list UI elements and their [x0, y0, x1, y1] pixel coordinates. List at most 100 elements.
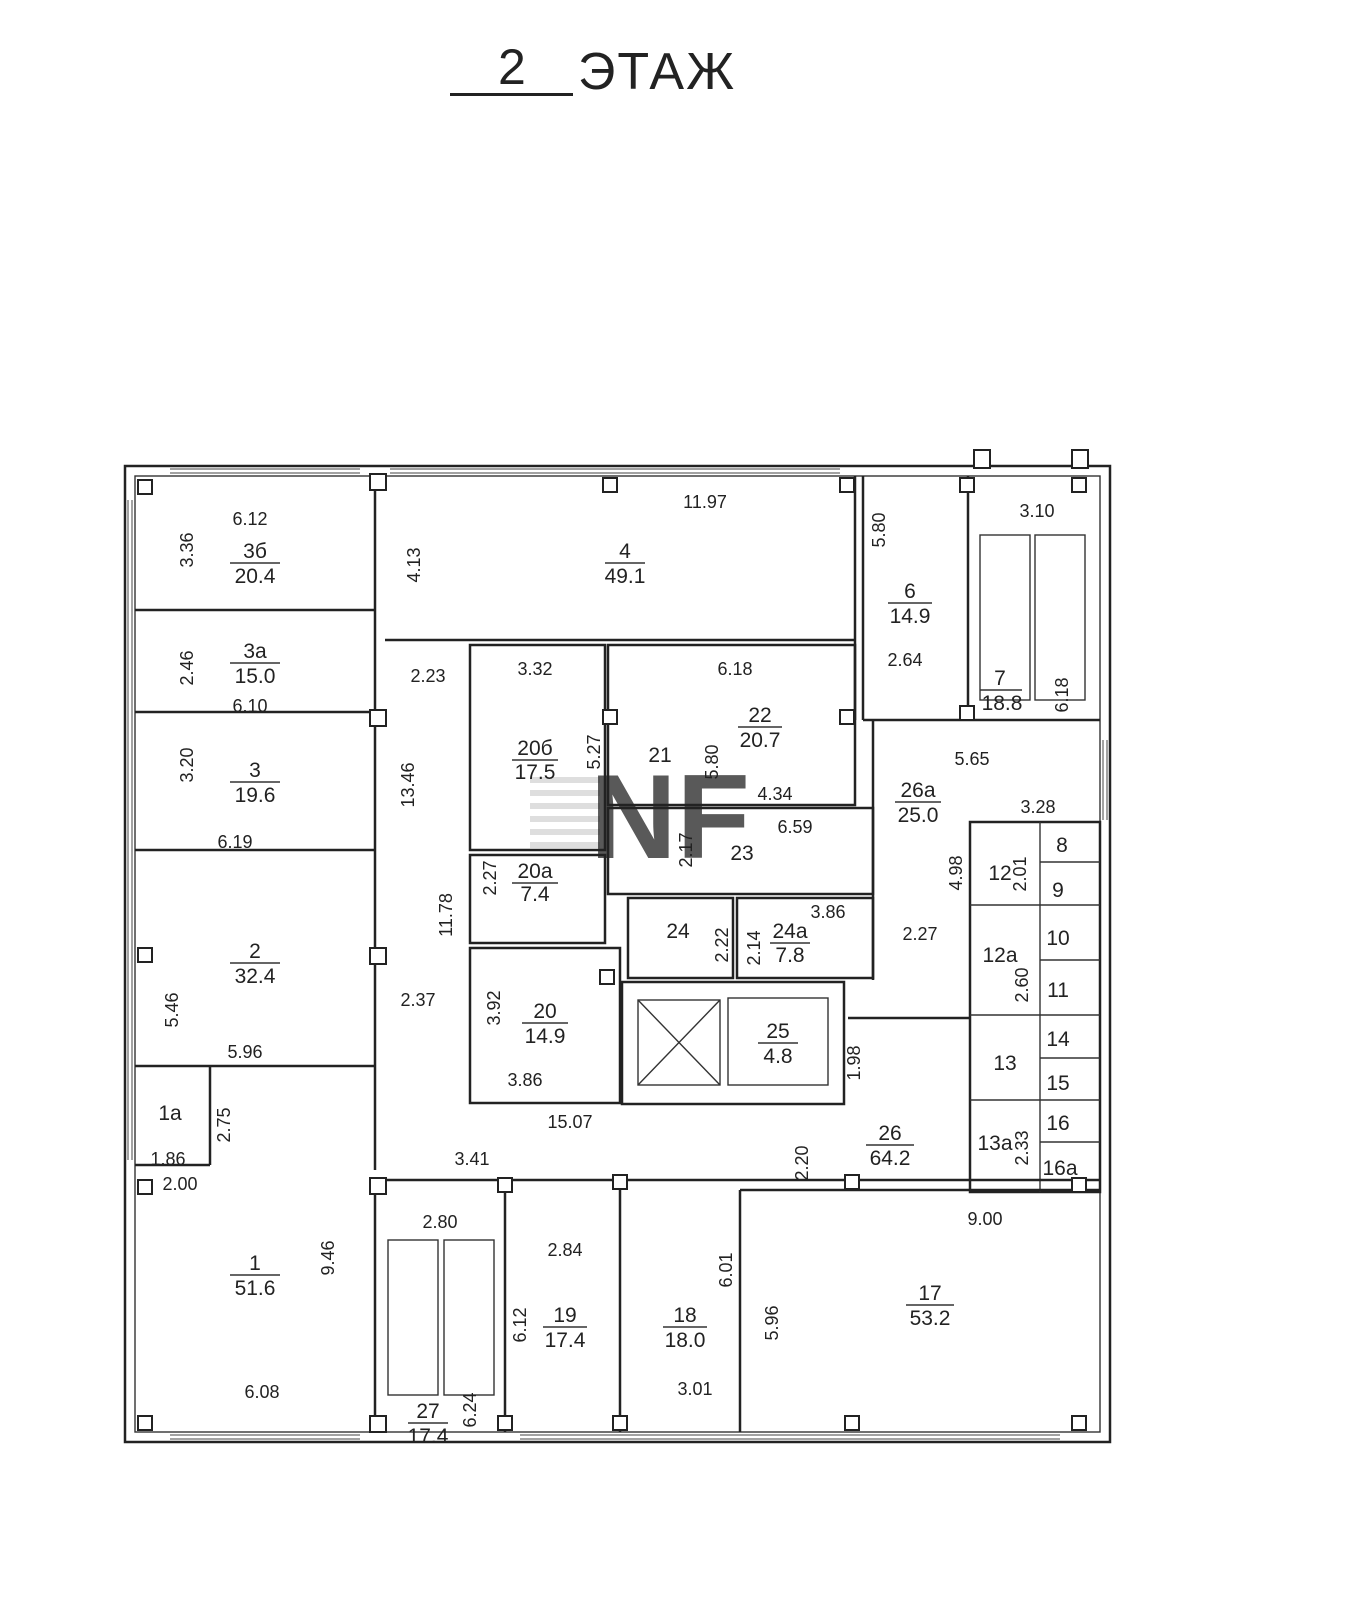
room-r6: 6 14.9	[888, 580, 932, 628]
dimension-label: 4.13	[404, 547, 424, 582]
room-number: 11	[1047, 979, 1069, 1002]
room-r3b: 3б 20.4	[230, 540, 280, 588]
room-r19: 19 17.4	[543, 1304, 587, 1352]
dimension-label: 6.59	[777, 817, 812, 837]
room-r17: 17 53.2	[906, 1282, 954, 1330]
room-area: 20.7	[740, 729, 781, 752]
dimension-label: 2.64	[887, 650, 922, 670]
room-r22: 22 20.7	[738, 704, 782, 752]
room-number: 10	[1046, 927, 1069, 950]
room-area: 18.8	[982, 692, 1023, 715]
room-r18: 18 18.0	[663, 1304, 707, 1352]
dimension-label: 9.46	[318, 1240, 338, 1275]
room-r4: 4 49.1	[605, 540, 646, 588]
room-number: 27	[416, 1400, 439, 1423]
floor-word: ЭТАЖ	[578, 43, 737, 101]
room-r20b: 20б 17.5	[512, 737, 558, 784]
room-number: 3а	[243, 640, 267, 663]
dimension-label: 5.46	[162, 992, 182, 1027]
dimension-label: 15.07	[547, 1112, 592, 1132]
dimension-label: 3.41	[454, 1149, 489, 1169]
dimension-label: 5.27	[584, 734, 604, 769]
dimension-label: 5.80	[702, 744, 722, 779]
dimension-label: 2.20	[792, 1145, 812, 1180]
room-number: 23	[730, 842, 753, 865]
room-r27: 27 17.4	[408, 1400, 449, 1448]
floor-title: 2 ЭТАЖ	[450, 30, 750, 101]
room-number: 18	[673, 1304, 696, 1327]
dimension-label: 2.46	[177, 650, 197, 685]
room-number: 17	[918, 1282, 941, 1305]
columns	[137, 473, 1087, 1433]
room-area: 25.0	[898, 804, 939, 827]
dimension-label: 3.86	[810, 902, 845, 922]
room-r12a: 12а	[982, 944, 1017, 967]
dimension-label: 2.14	[744, 930, 764, 965]
dimension-label: 3.86	[507, 1070, 542, 1090]
room-number: 8	[1056, 834, 1068, 857]
room-r13: 13	[993, 1052, 1016, 1075]
room-number: 19	[553, 1304, 576, 1327]
watermark-text: NF	[590, 750, 750, 884]
dimension-label: 2.17	[676, 832, 696, 867]
room-labels: 3б 20.4 3а 15.0 3 19.6 2 32.4 1а 1 51.6	[158, 540, 1078, 1448]
dimension-label: 5.80	[869, 512, 889, 547]
room-r1a: 1а	[158, 1102, 182, 1125]
dimension-label: 1.86	[150, 1149, 185, 1169]
room-area: 15.0	[235, 665, 276, 688]
room-r24a: 24а 7.8	[770, 920, 810, 967]
dimension-label: 2.00	[162, 1174, 197, 1194]
room-number: 15	[1046, 1072, 1069, 1095]
room-r8: 8	[1056, 834, 1068, 857]
room-r16a: 16а	[1042, 1157, 1077, 1180]
room-number: 16а	[1042, 1157, 1077, 1180]
dimension-label: 6.19	[217, 832, 252, 852]
floor-number: 2	[498, 39, 526, 95]
room-r20a: 20а 7.4	[512, 860, 558, 906]
dimension-label: 3.36	[177, 532, 197, 567]
room-r12: 12	[988, 862, 1011, 885]
dimension-label: 2.33	[1012, 1130, 1032, 1165]
room-number: 1	[249, 1252, 261, 1275]
room-number: 1а	[158, 1102, 182, 1125]
room-area: 20.4	[235, 565, 276, 588]
windows	[127, 468, 1108, 1440]
dimension-label: 6.18	[717, 659, 752, 679]
room-number: 25	[766, 1020, 789, 1043]
room-number: 26	[878, 1122, 901, 1145]
room-r3a: 3а 15.0	[230, 640, 280, 688]
room-r26a: 26а 25.0	[895, 779, 941, 827]
room-area: 17.4	[408, 1425, 449, 1448]
room-area: 7.4	[520, 883, 550, 906]
dimension-label: 6.12	[232, 509, 267, 529]
room-number: 3	[249, 759, 261, 782]
room-r16: 16	[1046, 1112, 1069, 1135]
room-area: 49.1	[605, 565, 646, 588]
room-r21: 21	[648, 744, 671, 767]
room-number: 20	[533, 1000, 556, 1023]
room-r2: 2 32.4	[230, 940, 280, 988]
dimension-label: 3.20	[177, 747, 197, 782]
dimension-label: 9.00	[967, 1209, 1002, 1229]
room-number: 20б	[517, 737, 552, 760]
room-number: 26а	[900, 779, 935, 802]
room-number: 22	[748, 704, 771, 727]
room-number: 13	[993, 1052, 1016, 1075]
room-area: 51.6	[235, 1277, 276, 1300]
dimension-label: 6.01	[716, 1252, 736, 1287]
dimension-label: 2.75	[214, 1107, 234, 1142]
dimension-label: 11.78	[436, 893, 456, 937]
floor-number-underline	[450, 93, 573, 96]
dimension-label: 6.24	[460, 1392, 480, 1427]
room-area: 17.4	[545, 1329, 586, 1352]
room-r7: 7 18.8	[980, 667, 1022, 715]
room-number: 24а	[772, 920, 807, 943]
dimension-label: 3.28	[1020, 797, 1055, 817]
dimension-label: 3.32	[517, 659, 552, 679]
dimension-label: 2.60	[1012, 967, 1032, 1002]
room-number: 12а	[982, 944, 1017, 967]
dimension-label: 5.65	[954, 749, 989, 769]
room-number: 2	[249, 940, 261, 963]
dimension-label: 2.22	[712, 927, 732, 962]
